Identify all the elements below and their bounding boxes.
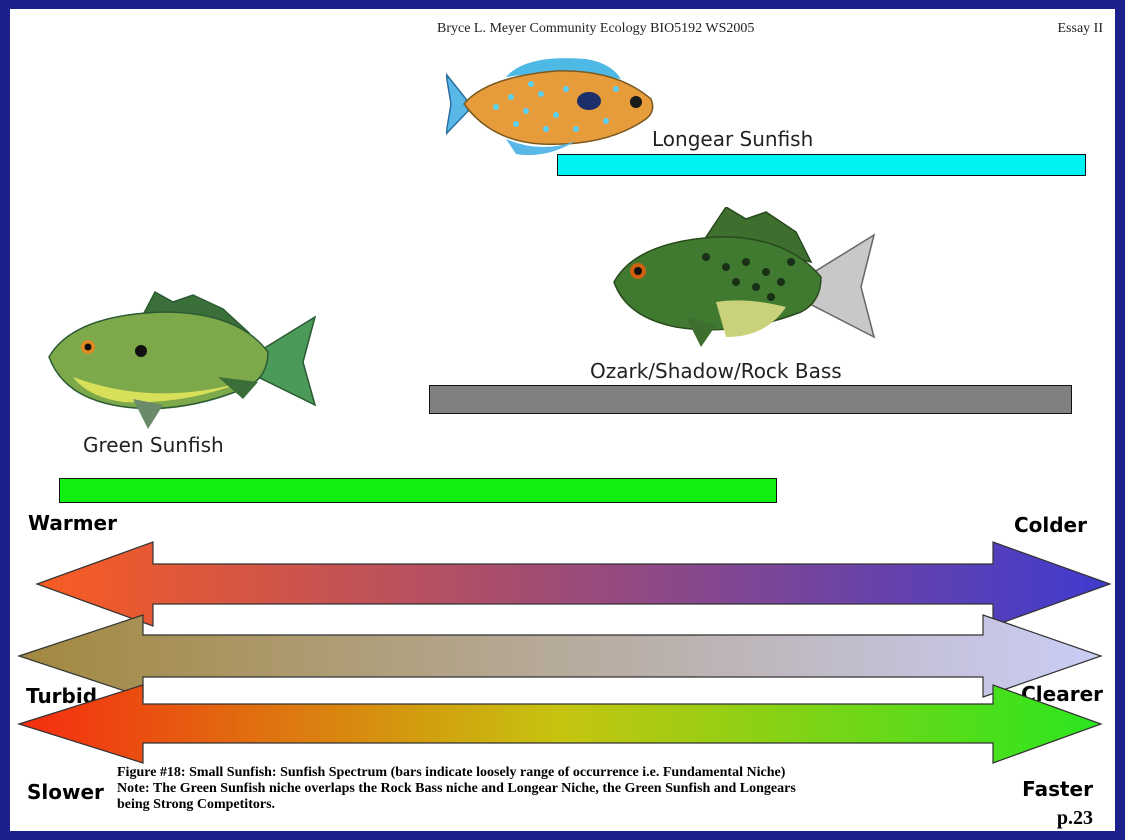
- header-essay: Essay II: [1058, 21, 1104, 37]
- clarity-arrow: [19, 615, 1101, 697]
- caption-line-1: Figure #18: Small Sunfish: Sunfish Spect…: [117, 765, 1017, 781]
- caption-line-3: being Strong Competitors.: [117, 797, 1017, 813]
- faster-label: Faster: [1022, 777, 1093, 801]
- longear-sunfish-label: Longear Sunfish: [652, 127, 813, 151]
- rock-bass-range-bar: [429, 385, 1072, 414]
- slower-label: Slower: [27, 780, 104, 804]
- longear-sunfish-range-bar: [557, 154, 1086, 176]
- green-sunfish-image: [43, 287, 321, 432]
- temperature-arrow: [37, 542, 1110, 626]
- rock-bass-image: [606, 207, 881, 357]
- gradient-arrows: [10, 529, 1115, 769]
- longear-sunfish-image: [446, 49, 656, 159]
- slide: Bryce L. Meyer Community Ecology BIO5192…: [10, 9, 1115, 831]
- caption-line-2: Note: The Green Sunfish niche overlaps t…: [117, 781, 1017, 797]
- header-author-course: Bryce L. Meyer Community Ecology BIO5192…: [437, 21, 754, 37]
- green-sunfish-range-bar: [59, 478, 777, 503]
- figure-caption: Figure #18: Small Sunfish: Sunfish Spect…: [117, 765, 1017, 813]
- green-sunfish-label: Green Sunfish: [83, 433, 224, 457]
- rock-bass-label: Ozark/Shadow/Rock Bass: [590, 359, 842, 383]
- page-number: p.23: [1057, 807, 1093, 830]
- flow-arrow: [19, 685, 1101, 763]
